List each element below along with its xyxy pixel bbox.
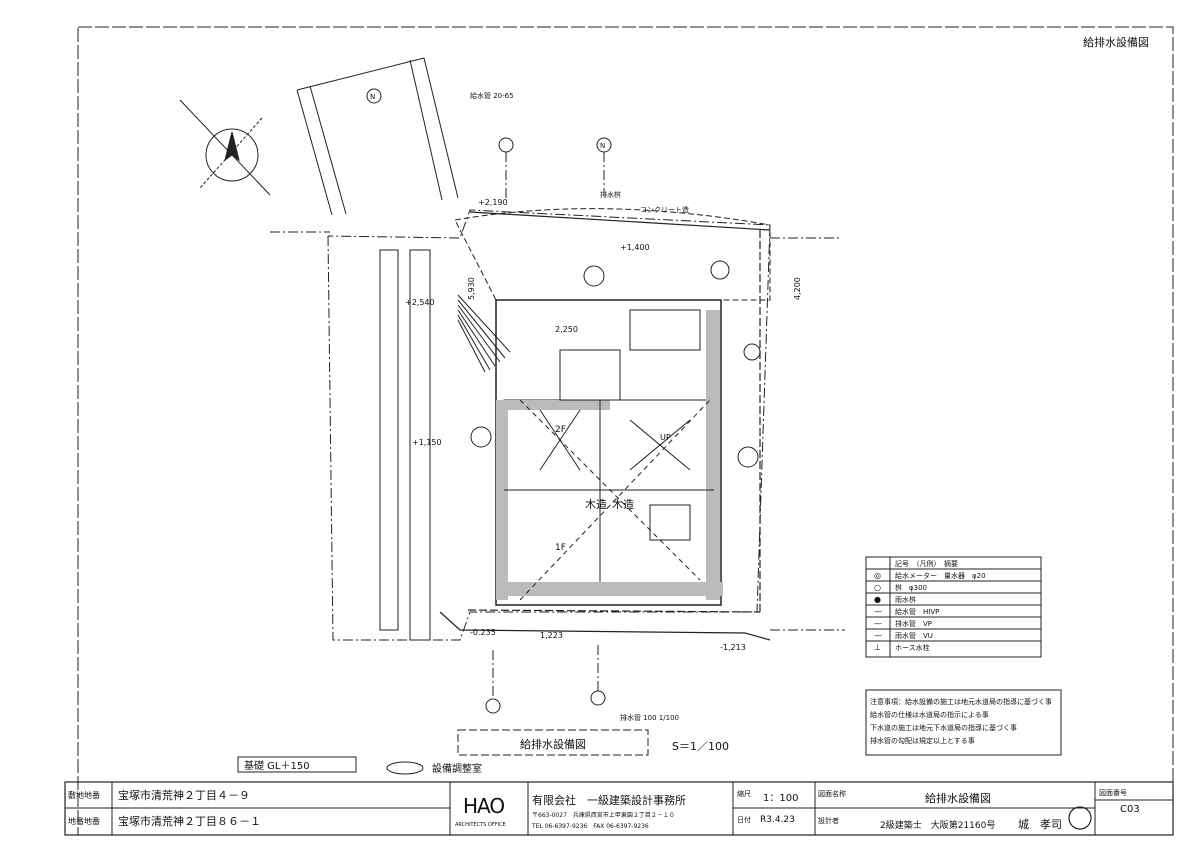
drain-pipes xyxy=(439,211,771,641)
dim-c: 1,223 xyxy=(540,631,563,640)
grid-label-n: N xyxy=(370,93,375,101)
level-e: -0.235 xyxy=(470,628,496,637)
legend-text: 排水管 VP xyxy=(895,619,932,628)
scale-value: 1：100 xyxy=(763,793,798,804)
drawing-scale: S＝1／100 xyxy=(672,740,729,753)
designer-seal-icon xyxy=(1068,806,1092,830)
label-2f: 2F xyxy=(555,425,566,435)
legend-table xyxy=(865,556,1042,658)
legend-text: ホース水栓 xyxy=(895,643,930,652)
note-supply: 給水管 20-65 xyxy=(470,91,514,100)
legend-symbol: — xyxy=(874,619,882,628)
legend-text: 雨水管 VU xyxy=(895,631,933,640)
drawing-number-label: 図面番号 xyxy=(1099,789,1127,797)
legend-marker-label: 設備調整室 xyxy=(432,762,482,775)
designer-label: 設計者 xyxy=(818,816,839,825)
dim-d: 4,200 xyxy=(793,277,802,300)
dim-b: 2,250 xyxy=(555,325,578,334)
date-label: 日付 xyxy=(737,815,751,824)
reference-level-box xyxy=(237,756,357,773)
legend-text: 桝 φ300 xyxy=(895,583,927,592)
grid-lines xyxy=(270,152,845,699)
retaining-wall xyxy=(409,249,431,641)
level-f: -1,213 xyxy=(720,643,746,652)
compass-icon xyxy=(179,99,271,196)
scale-label: 縮尺 xyxy=(737,789,751,798)
designer-value: 2級建築士 大阪第21160号 xyxy=(880,819,995,831)
note-line: 下水道の施工は地元下水道局の指導に基づく事 xyxy=(870,723,1017,732)
office-name: 有限会社 一級建築設計事務所 xyxy=(532,793,686,807)
title-block xyxy=(64,781,1174,836)
legend-text: 雨水桝 xyxy=(895,595,916,604)
level-b: +2,190 xyxy=(478,198,508,207)
label-1f: 1F xyxy=(555,543,566,553)
note-line: 給水管の仕様は水道局の指示による事 xyxy=(870,710,989,719)
site-location-value: 宝塚市清荒神２丁目４－９ xyxy=(118,788,250,802)
level-d: +2,540 xyxy=(405,298,435,307)
note-line: 注意事項：給水設備の施工は地元水道局の指導に基づく事 xyxy=(870,697,1052,706)
legend-symbol: — xyxy=(874,631,882,640)
legend-symbol: ⊥ xyxy=(874,643,881,652)
office-address: 〒663-0027 兵庫県西宮市上甲東園２丁目２－１０ xyxy=(532,811,675,819)
date-value: R3.4.23 xyxy=(760,815,795,825)
road xyxy=(296,57,459,216)
notes-box xyxy=(865,689,1062,756)
office-phone: TEL 06-6397-9236 FAX 06-6397-9236 xyxy=(531,823,649,830)
site-address-value: 宝塚市清荒神２丁目８６－１ xyxy=(118,814,261,828)
legend-symbol: ◎ xyxy=(874,571,881,580)
note-drain: 排水桝 xyxy=(600,190,621,199)
grid-label-n2: N xyxy=(600,142,605,150)
reference-level: 基礎 GL＋150 xyxy=(244,759,310,772)
drawing-number-value: C03 xyxy=(1120,804,1140,815)
label-wood-b: 木造 xyxy=(612,497,634,511)
building-plan xyxy=(495,299,723,606)
retaining-wall-b xyxy=(379,249,399,631)
label-up: UP xyxy=(660,433,671,442)
drawing-caption: 給排水設備図 xyxy=(520,737,586,751)
label-wood-a: 木造 xyxy=(585,497,607,511)
dim-a: 5,930 xyxy=(467,277,476,300)
legend-symbol: ○ xyxy=(874,583,881,592)
legend-text: 給水メーター 量水器 φ20 xyxy=(895,571,986,580)
office-logo: HAO xyxy=(463,794,504,818)
legend-marker-icon xyxy=(386,761,424,775)
site-location-label: 敷地地番 xyxy=(68,790,100,800)
note-concrete: コンクリート造 xyxy=(640,205,689,214)
note-line: 排水管の勾配は規定以上とする事 xyxy=(870,736,975,745)
site-address-label: 地番地番 xyxy=(68,816,100,826)
legend-text: 給水管 HIVP xyxy=(895,607,939,616)
office-logo-sub: ARCHITECTS OFFICE xyxy=(455,822,506,828)
legend-symbol: ● xyxy=(874,595,881,604)
legend-symbol: — xyxy=(874,607,882,616)
level-a: +1,400 xyxy=(620,243,650,252)
drawing-name-label: 図面名称 xyxy=(818,789,846,798)
sheet-label: 給排水設備図 xyxy=(1083,35,1149,49)
legend-title: 記号 （凡例） 摘要 xyxy=(895,559,958,568)
site-boundary xyxy=(327,209,771,641)
caption-box xyxy=(457,729,649,756)
note-bottom: 排水管 100 1/100 xyxy=(620,713,679,722)
level-c: +1,150 xyxy=(412,438,442,447)
designer-name: 城 孝司 xyxy=(1018,818,1062,831)
stair-lines xyxy=(457,294,511,373)
drawing-name-value: 給排水設備図 xyxy=(925,791,991,805)
